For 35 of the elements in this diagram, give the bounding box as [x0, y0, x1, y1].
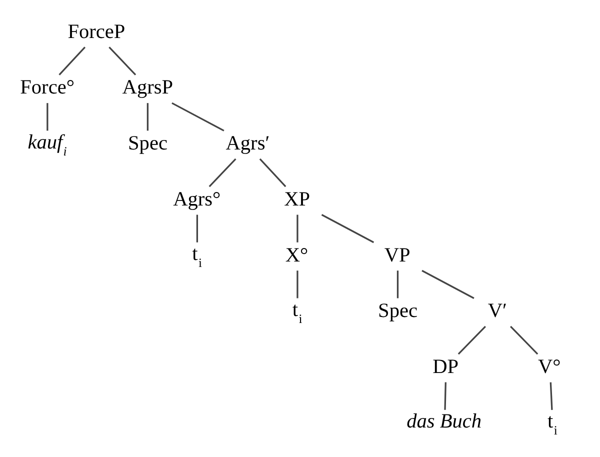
node-text: Spec [128, 132, 168, 155]
node-text: t$_{i}$ [192, 242, 202, 270]
node-text: kauf$_{i}$ [28, 131, 67, 158]
node-text: DP [432, 356, 459, 378]
node-text: t$_{i}$ [292, 298, 302, 326]
node-text: XP [284, 188, 310, 210]
node-text: Agrs′ [226, 132, 270, 155]
node-text: Spec [378, 300, 418, 322]
node-text: VP [384, 244, 410, 266]
connector [58, 46, 86, 76]
connector [108, 46, 136, 76]
connector [196, 214, 198, 242]
node-text: Force° [20, 76, 74, 99]
connector [146, 103, 149, 131]
connector [550, 382, 553, 410]
node-text: V′ [488, 300, 507, 322]
connector [321, 214, 374, 244]
connector [208, 158, 236, 188]
connector [458, 326, 486, 355]
node-text: X° [285, 244, 308, 266]
node-text: Agrs° [173, 188, 221, 210]
connector [296, 214, 298, 242]
node-text: t$_{i}$ [548, 410, 558, 438]
node-text: ForceP [68, 20, 126, 43]
connector [510, 326, 538, 355]
connector [444, 382, 446, 410]
connector [396, 270, 399, 298]
node-text: V° [538, 356, 561, 378]
connector [422, 270, 474, 299]
node-text: das Buch [406, 410, 482, 433]
connector [46, 103, 48, 131]
connector [296, 270, 298, 298]
connector [259, 158, 286, 188]
connector [172, 102, 224, 132]
node-text: AgrsP [122, 76, 174, 99]
